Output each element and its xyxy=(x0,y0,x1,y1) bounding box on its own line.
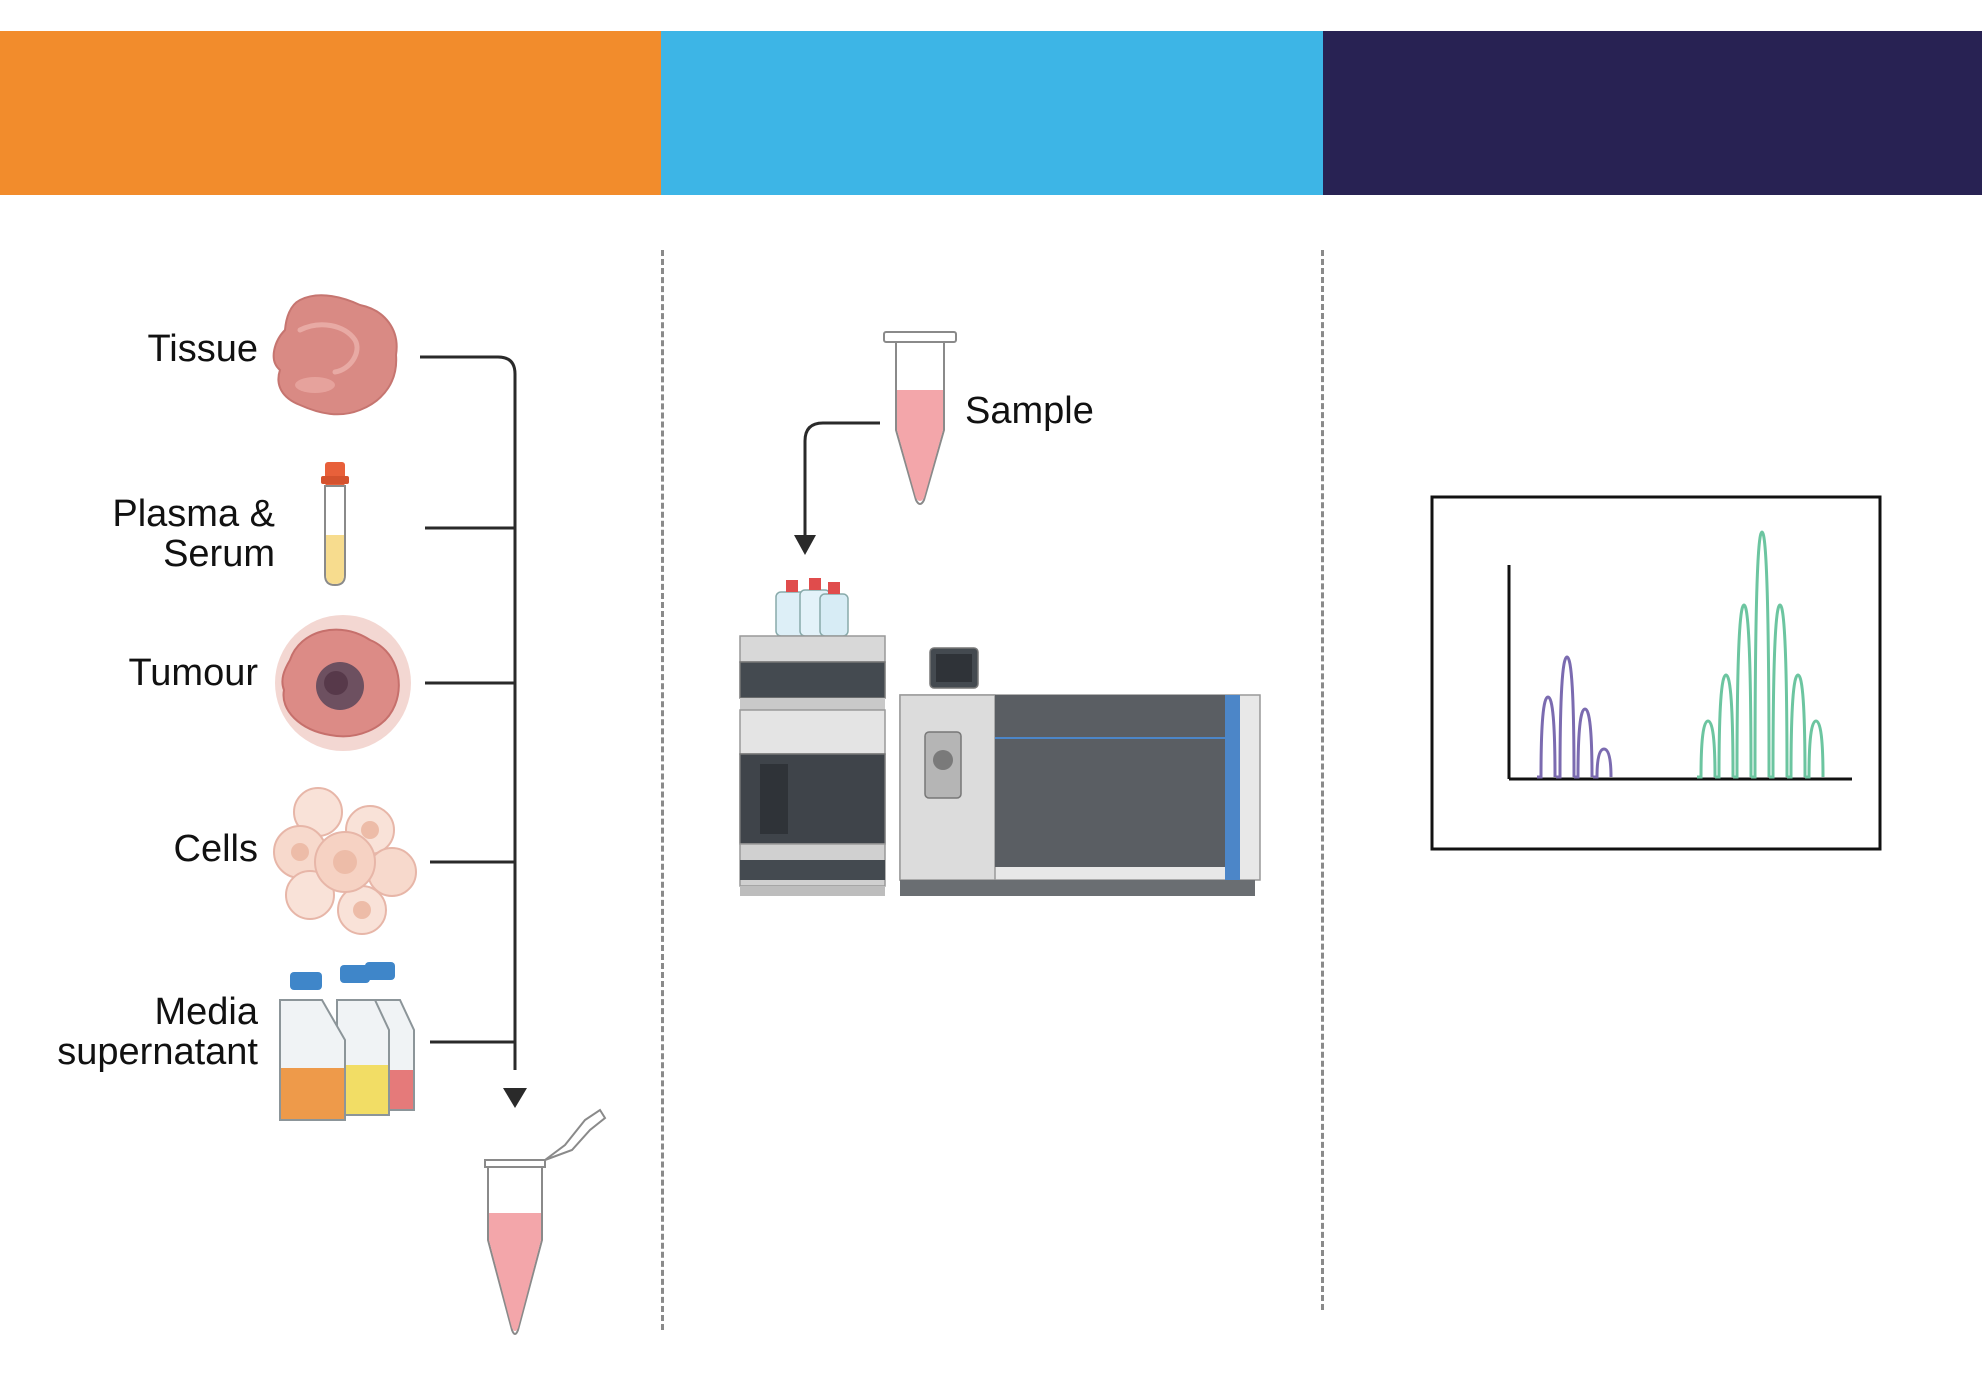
step-3-header: 3 Data Analysis xyxy=(1323,31,1982,195)
sample-arrowhead xyxy=(794,535,816,555)
culture-flasks-icon xyxy=(279,962,415,1121)
spectrum-peak xyxy=(1769,603,1789,779)
spectrum-series-a xyxy=(1537,655,1613,779)
extraction-arrowhead xyxy=(503,1088,527,1108)
tumour-icon xyxy=(275,615,411,751)
spectrum-peak xyxy=(1751,530,1771,779)
step-1-number: 1 xyxy=(111,83,169,141)
column-divider-2 xyxy=(1321,250,1324,1310)
spectrum-axes xyxy=(1507,565,1852,781)
sample-arrow xyxy=(803,421,880,540)
source-label-tissue: Tissue xyxy=(147,328,258,370)
spectrum-xlabel: m/z xyxy=(1650,788,1694,818)
source-label-plasma-serum: Plasma & Serum xyxy=(112,493,275,575)
source-label-cells: Cells xyxy=(173,828,258,870)
spectrum-peak xyxy=(1805,719,1825,779)
extraction-connectors xyxy=(420,355,517,1070)
source-label-media-supernatant: Media supernatant xyxy=(57,991,258,1073)
tissue-icon xyxy=(272,294,398,416)
step-2-number: 2 xyxy=(841,83,899,141)
column-divider-1 xyxy=(661,250,664,1330)
spectrum-peak xyxy=(1733,603,1753,779)
step-1-header: 1 Sample Extraction xyxy=(0,31,661,195)
step-3-title: Data Analysis xyxy=(1555,87,1829,134)
step-3-number: 3 xyxy=(1470,83,1528,141)
cells-icon xyxy=(273,787,417,935)
source-label-tumour: Tumour xyxy=(128,652,258,694)
step-1-title: Sample Extraction xyxy=(195,87,562,134)
spectrum-peak xyxy=(1574,707,1594,779)
spectrum-peak xyxy=(1537,695,1557,779)
step-2-header: 2 LC-MS/MS xyxy=(661,31,1323,195)
spectrum-peak xyxy=(1593,747,1613,779)
blood-tube-icon xyxy=(321,462,349,587)
spectrum-peak xyxy=(1556,655,1576,779)
spectrum-peak xyxy=(1715,673,1735,779)
sample-label: Sample xyxy=(965,390,1094,432)
sample-tube-icon xyxy=(883,331,957,505)
spectrum-series-b xyxy=(1697,530,1825,779)
spectrum-peak xyxy=(1787,673,1807,779)
spectrum-peak xyxy=(1697,719,1717,779)
lc-ms-instrument-icon xyxy=(739,578,1261,896)
spectrum-ylabel: Relative abundance xyxy=(1467,548,1498,788)
step-2-title: LC-MS/MS xyxy=(925,89,1133,136)
microcentrifuge-tube-icon xyxy=(484,1108,607,1335)
